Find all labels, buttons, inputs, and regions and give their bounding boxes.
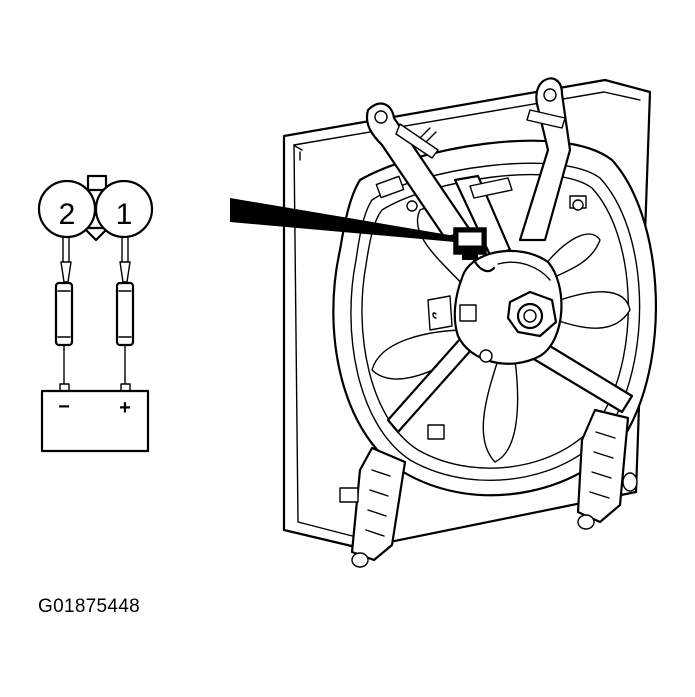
figure-id-label: G01875448 [38,596,141,617]
mount-bolt [543,88,557,102]
probe-taper [119,261,131,283]
motor-shaft [516,302,544,330]
motor-mount-bolt [479,349,493,363]
rubber-mount [351,552,369,568]
radiator-corner [294,145,303,161]
pin-2-label: 2 [59,198,76,231]
battery-positive-label: + [119,397,131,419]
fuse-body [54,281,74,347]
wire-clip [395,123,439,159]
fuse-caps [57,290,71,338]
pin-1-circle [94,179,154,239]
pin-1-label: 1 [116,198,133,231]
connector-key [82,226,110,242]
fuse-body [115,281,135,347]
battery-negative-label: − [58,396,70,418]
wire-clip-detail [419,127,437,143]
fan-blade [482,359,519,463]
lower-left-bracket [350,446,407,562]
spoke-tab [469,177,513,199]
radiator-left-edge [293,144,361,539]
probe-tip [121,237,129,263]
motor-bracket-hook [432,312,437,319]
bracket-ribs [365,469,391,537]
wire-clip [526,109,566,129]
side-tab [339,487,359,503]
rubber-mount [622,472,638,492]
shroud-clip [427,424,445,440]
bracket-ribs [589,431,616,499]
motor-mount-block [459,304,477,322]
fan-blade [555,291,631,329]
fan-blade [544,233,601,281]
shroud-bolt [406,200,418,212]
motor-bracket [427,295,453,331]
test-lead-positive [115,237,135,392]
motor-shaft-center [523,309,537,323]
connector-terminal-view: 2 1 [37,174,154,242]
fuse-caps [118,290,132,338]
connector-face [457,231,483,247]
mount-bolt [374,110,388,124]
battery-body [40,389,150,453]
rubber-mount [577,514,595,530]
connector-latch [86,174,108,192]
pointer-callout-arrow [230,198,455,242]
connector-boot [462,252,478,260]
probe-taper [60,261,72,283]
motor-housing-edge [497,261,551,281]
test-lead-negative [54,237,74,392]
shroud-clip [375,175,405,199]
probe-tip [62,237,70,263]
fan-assembly [282,77,657,568]
battery: − + [40,389,150,453]
shroud-bolt [572,199,584,211]
